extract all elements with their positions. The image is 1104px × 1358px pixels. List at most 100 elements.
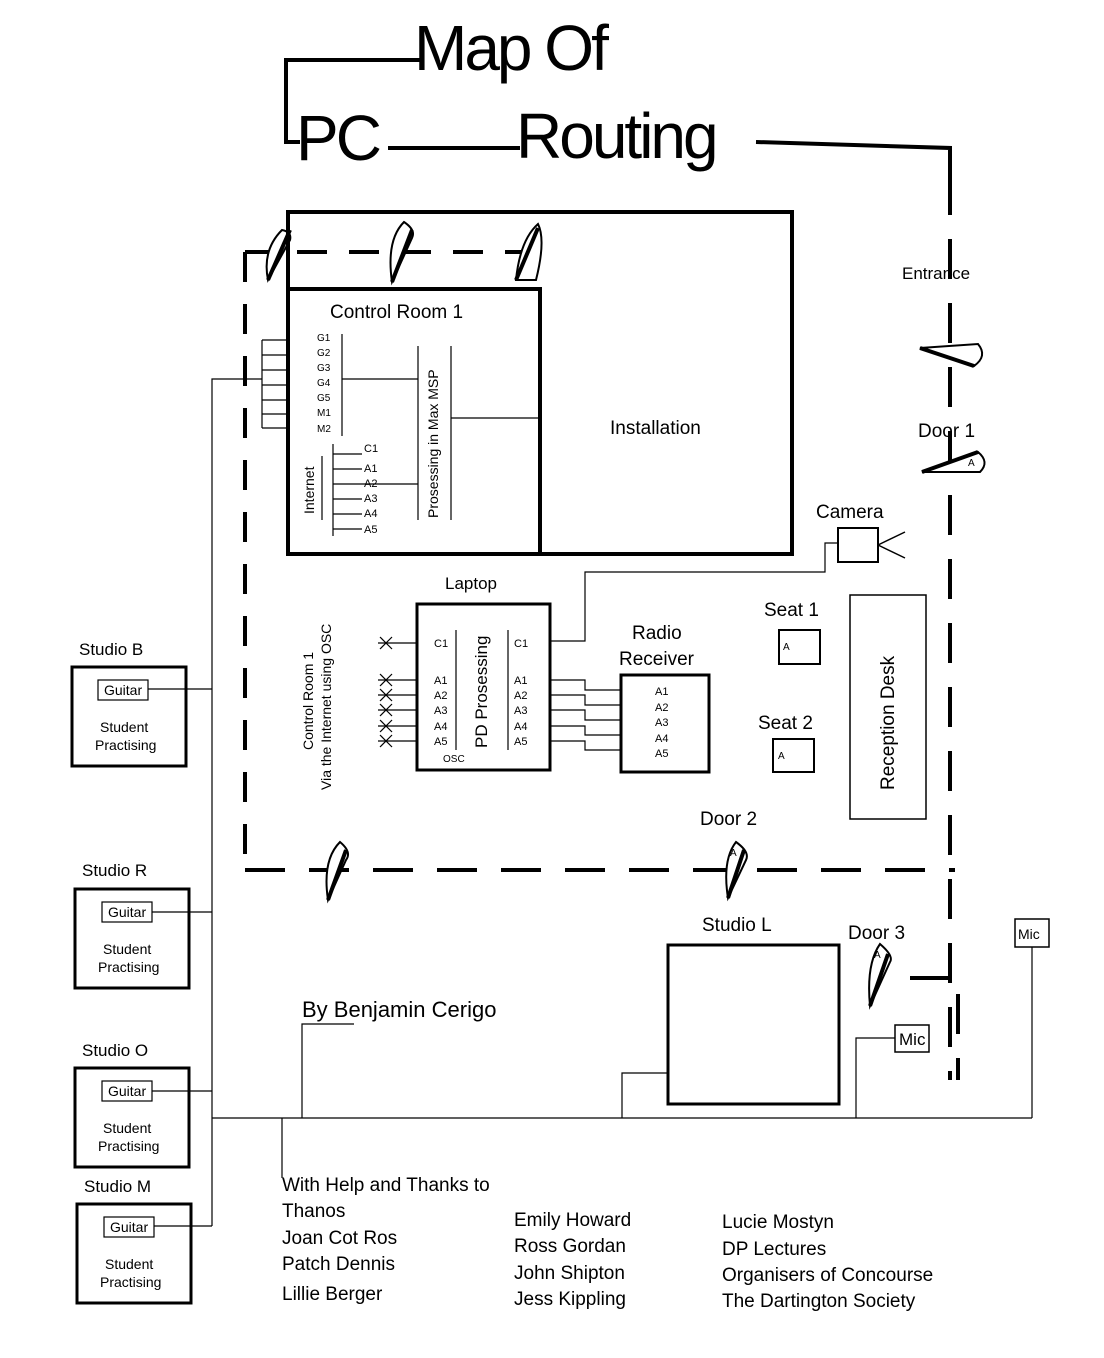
channel-label: A1: [655, 686, 668, 698]
seat-2-marker: A: [778, 751, 785, 762]
door-2-label: Door 2: [700, 809, 757, 830]
remote-note-line2: Via the Internet using OSC: [318, 624, 334, 790]
max-msp-label: Prosessing in Max MSP: [425, 369, 441, 518]
camera-icon: [837, 527, 906, 563]
channel-label: A2: [514, 690, 527, 702]
control-room-1: [286, 287, 542, 556]
channel-label: A1: [514, 675, 527, 687]
laptop-wiring: [378, 630, 509, 750]
studio-m-line2: Practising: [100, 1274, 161, 1290]
laptop-box: [415, 602, 552, 772]
channel-label: A3: [514, 705, 527, 717]
studio-m-guitar: Guitar: [110, 1219, 148, 1235]
door-entrance: [919, 342, 984, 368]
door-bottom-left: [325, 840, 349, 904]
credit-name: The Dartington Society: [722, 1291, 916, 1312]
reception-desk-label: Reception Desk: [878, 655, 899, 790]
channel-label: A4: [514, 721, 527, 733]
credits-col1: Thanos Joan Cot Ros Patch Dennis Lillie …: [282, 1201, 397, 1305]
mic-door3-label: Mic: [899, 1030, 926, 1049]
studio-l: [666, 943, 841, 1106]
channel-label: A2: [655, 702, 668, 714]
channel-label: A5: [514, 736, 527, 748]
input-label: G2: [317, 348, 331, 359]
credit-name: Joan Cot Ros: [282, 1228, 397, 1249]
laptop-right-channels: C1 A1 A2 A3 A4 A5: [514, 638, 528, 748]
channel-label: A5: [364, 524, 377, 536]
mic-right-label: Mic: [1018, 926, 1040, 942]
channel-label: A3: [364, 493, 377, 505]
credit-name: Lucie Mostyn: [722, 1212, 834, 1233]
title-connector: [284, 58, 420, 144]
input-label: G5: [317, 393, 331, 404]
credits-col3: Lucie Mostyn DP Lectures Organisers of C…: [722, 1212, 933, 1312]
channel-label: A4: [364, 508, 377, 520]
channel-label: A3: [434, 705, 447, 717]
door-2-marker: A: [730, 848, 737, 859]
radio-label-1: Radio: [632, 623, 682, 644]
input-label: G4: [317, 378, 331, 389]
control-room-wiring: [321, 334, 540, 536]
laptop-label: Laptop: [445, 574, 497, 593]
seat-1-label: Seat 1: [764, 600, 819, 621]
studio-r-label: Studio R: [82, 861, 147, 880]
title-pc: PC: [296, 102, 380, 174]
laptop-left-channels: C1 A1 A2 A3 A4 A5: [434, 638, 448, 748]
camera-label: Camera: [816, 502, 884, 523]
pd-processing-label: PD Prosessing: [472, 636, 491, 748]
studio-r: Studio R Guitar Student Practising: [73, 861, 212, 990]
door-3-marker: A: [874, 950, 881, 961]
doors: [265, 220, 986, 1010]
seat-2-label: Seat 2: [758, 713, 813, 734]
credit-name: Organisers of Concourse: [722, 1265, 933, 1286]
door-1-marker: A: [968, 458, 975, 469]
channel-label: A5: [434, 736, 447, 748]
credit-name: Lillie Berger: [282, 1284, 383, 1305]
studio-b-line1: Student: [100, 719, 148, 735]
channel-label: A4: [655, 733, 668, 745]
door-top-2: [389, 220, 414, 286]
input-label: G1: [317, 333, 331, 344]
laptop-radio-wiring: [550, 542, 838, 751]
studio-o: Studio O Guitar Student Practising: [73, 1041, 212, 1169]
studio-r-line2: Practising: [98, 959, 159, 975]
channel-label: A2: [434, 690, 447, 702]
credits-col2: Emily Howard Ross Gordan John Shipton Je…: [514, 1210, 631, 1310]
credit-name: Jess Kippling: [514, 1289, 626, 1310]
door-3-label: Door 3: [848, 923, 905, 944]
control-room-input-stubs: [261, 339, 288, 429]
door-2: [725, 840, 748, 902]
door-3: [868, 942, 892, 1010]
input-label: M1: [317, 408, 331, 419]
channel-label: C1: [514, 638, 528, 650]
credits-heading: With Help and Thanks to: [282, 1175, 490, 1196]
studio-b-line2: Practising: [95, 737, 156, 753]
installation-label: Installation: [610, 418, 701, 439]
internet-label: Internet: [301, 466, 317, 514]
studio-o-label: Studio O: [82, 1041, 148, 1060]
studio-m-line1: Student: [105, 1256, 153, 1272]
entrance-label: Entrance: [902, 264, 970, 283]
radio-receiver: [619, 673, 711, 774]
reception-desk: [849, 594, 927, 820]
mic-right: [1014, 918, 1050, 948]
studio-o-line1: Student: [103, 1120, 151, 1136]
door-1-label: Door 1: [918, 421, 975, 442]
seat-2: [772, 738, 815, 773]
channel-label: A4: [434, 721, 447, 733]
control-room-title: Control Room 1: [330, 302, 463, 323]
channel-label: A5: [655, 748, 668, 760]
laptop-unused-inputs: [379, 636, 393, 748]
studio-r-guitar: Guitar: [108, 904, 146, 920]
title-routing: Routing: [516, 100, 716, 172]
credit-name: Ross Gordan: [514, 1236, 626, 1257]
studio-l-label: Studio L: [702, 915, 772, 936]
studio-b-label: Studio B: [79, 640, 143, 659]
title: Map Of PC Routing: [284, 12, 952, 175]
credit-name: Emily Howard: [514, 1210, 631, 1231]
studio-b: Studio B Guitar Student Practising: [70, 640, 212, 768]
channel-label: C1: [364, 443, 378, 455]
studio-o-line2: Practising: [98, 1138, 159, 1154]
input-label: M2: [317, 424, 331, 435]
